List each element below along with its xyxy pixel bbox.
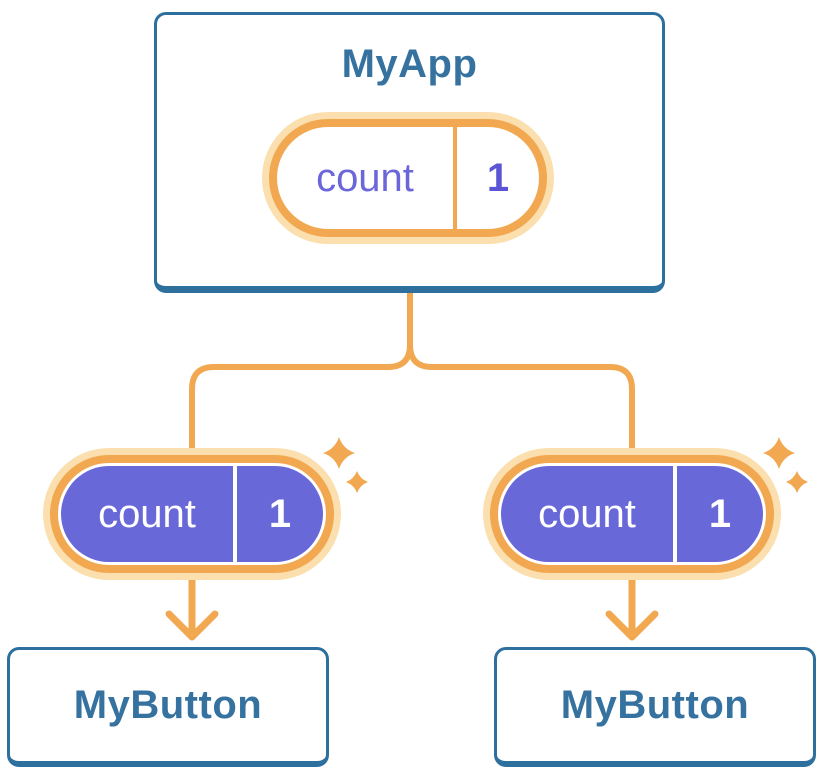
state-pill: count 1 xyxy=(43,448,341,580)
component-title: MyApp xyxy=(341,42,478,86)
connector-branch-right xyxy=(407,291,635,450)
sparkle-icon xyxy=(323,437,355,469)
state-pill-ring: count 1 xyxy=(490,455,774,573)
state-pill: count 1 xyxy=(262,112,554,244)
sparkle-icon xyxy=(763,437,795,469)
myapp-component-card: MyApp xyxy=(154,12,665,293)
state-value: 1 xyxy=(268,491,292,536)
mybutton-component-card: MyButton xyxy=(494,647,816,767)
state-name: count xyxy=(98,491,196,536)
connector-branch-left xyxy=(189,291,413,450)
pill-divider xyxy=(673,466,677,562)
state-value: 1 xyxy=(486,155,510,200)
state-name: count xyxy=(316,155,414,200)
state-pill: count 1 xyxy=(483,448,781,580)
component-title: MyButton xyxy=(560,683,750,727)
component-title: MyButton xyxy=(73,683,263,727)
pill-divider xyxy=(453,127,457,229)
state-value: 1 xyxy=(708,491,732,536)
sparkle-icon xyxy=(786,471,808,493)
state-pill-fill: count 1 xyxy=(61,466,323,562)
sparkle-icon xyxy=(346,471,368,493)
state-name: count xyxy=(538,491,636,536)
state-pill-ring: count 1 xyxy=(269,119,547,237)
state-pill-ring: count 1 xyxy=(50,455,334,573)
arrow-down-icon xyxy=(165,574,219,641)
state-pill-fill: count 1 xyxy=(501,466,763,562)
arrow-down-icon xyxy=(605,574,659,641)
mybutton-component-card: MyButton xyxy=(7,647,329,767)
pill-divider xyxy=(233,466,237,562)
